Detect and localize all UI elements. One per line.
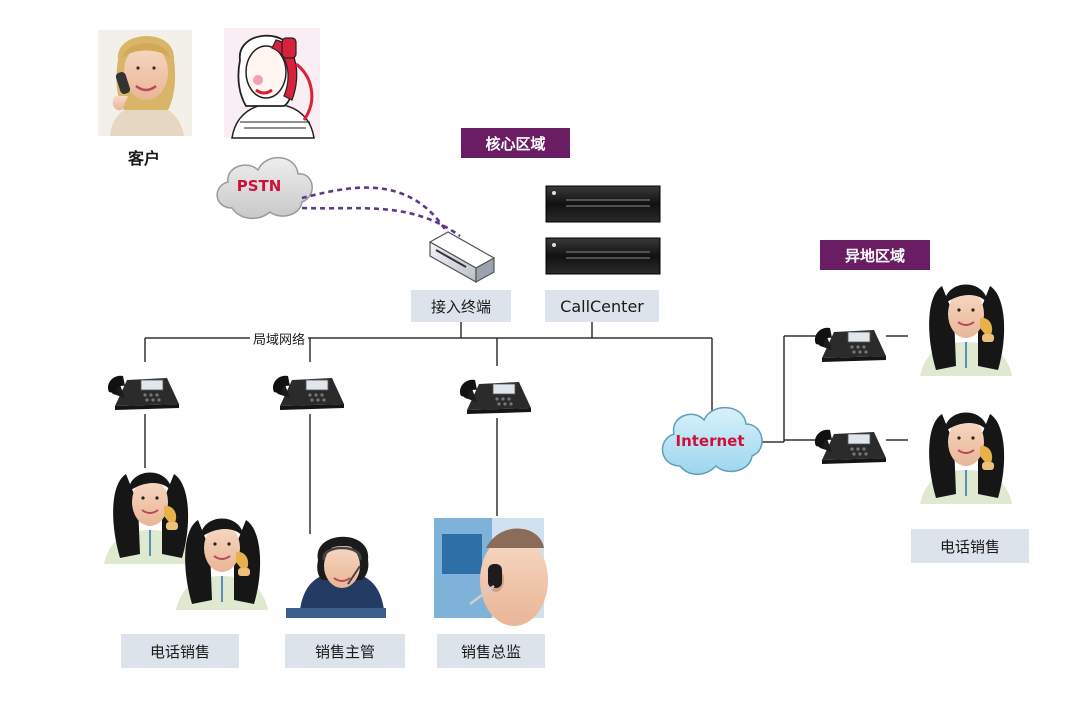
network-lines [144,322,908,534]
sales-director-label: 销售总监 [437,634,545,668]
remote-telesales-agent-illustration [919,283,1013,377]
pstn-label: PSTN [236,177,282,195]
remote-zone-tag: 异地区域 [820,240,930,270]
sales-manager-illustration [286,536,386,618]
customer-label: 客户 [127,149,160,168]
comic-caller-illustration [224,28,320,139]
callcenter-label: CallCenter [545,290,659,322]
core-zone-tag: 核心区域 [461,128,570,158]
phone-icon [814,327,887,363]
telesales-agent-illustration [175,517,269,611]
remote-sales-label: 电话销售 [911,529,1029,563]
access-terminal-label: 接入终端 [411,290,511,322]
sales-manager-label: 销售主管 [285,634,405,668]
internet-label: Internet [675,432,745,450]
phone-icon [107,375,180,411]
customer-photo [98,30,192,136]
pstn-trunk-links [301,186,461,238]
sales-director-photo [434,518,548,626]
remote-telesales-agent-illustration [919,411,1013,505]
sales-label: 电话销售 [121,634,239,668]
access-terminal-device [428,231,496,284]
internet-cloud [661,406,763,475]
phone-icon [272,375,345,411]
phone-icon [814,429,887,465]
phone-icon [459,379,532,415]
telesales-agent-illustration [103,471,197,565]
callcenter-servers [545,185,661,275]
lan-label: 局域网络 [250,329,309,348]
pstn-cloud [216,156,313,220]
